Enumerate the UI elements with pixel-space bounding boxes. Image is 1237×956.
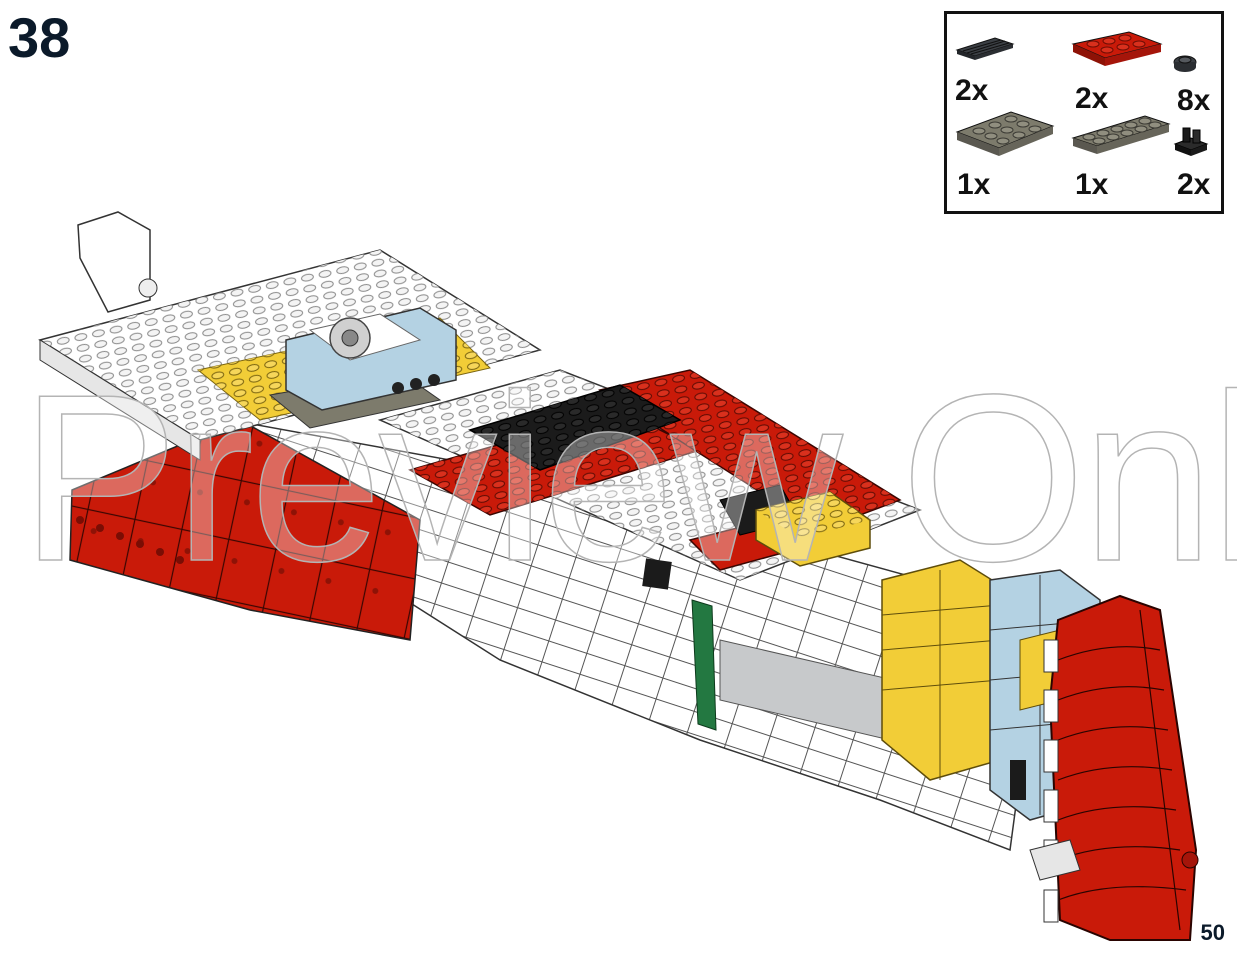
step-number: 38 <box>8 6 71 69</box>
part-quantity: 2x <box>955 74 989 107</box>
part-quantity: 2x <box>1075 82 1109 115</box>
part-quantity: 8x <box>1177 84 1211 117</box>
part-quantity: 1x <box>1075 168 1109 201</box>
part-quantity: 2x <box>1177 168 1211 201</box>
parts-list: 2x 2x 8x <box>944 11 1224 214</box>
part-quantity: 1x <box>957 168 991 201</box>
page-number: 50 <box>1200 920 1225 945</box>
